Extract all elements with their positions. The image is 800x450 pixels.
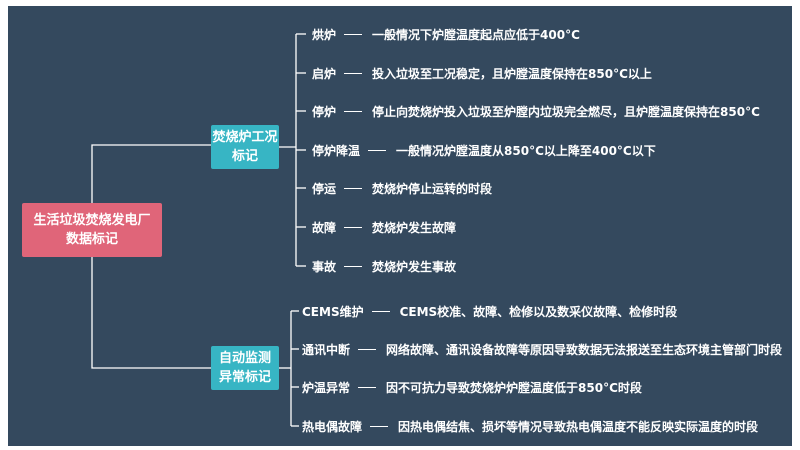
leaf-dash <box>368 149 387 151</box>
leaf-dash <box>371 310 390 312</box>
leaf-term: 启炉 <box>312 66 337 81</box>
branch-furnace-line2: 标记 <box>231 149 258 164</box>
leaf-desc: 因热电偶结焦、损坏等情况导致热电偶温度不能反映实际温度的时段 <box>398 419 759 434</box>
branch-furnace-line1: 焚烧炉工况 <box>212 130 278 145</box>
leaf-term: 炉温异常 <box>302 380 351 395</box>
root-title-line1: 生活垃圾焚烧发电厂 <box>33 213 151 228</box>
leaf-dash <box>344 33 363 35</box>
leaf-node: 启炉 投入垃圾至工况稳定，且炉膛温度保持在850°C以上 <box>312 63 652 83</box>
leaf-node: 炉温异常 因不可抗力导致焚烧炉炉膛温度低于850°C时段 <box>302 377 642 397</box>
leaf-desc: 焚烧炉发生故障 <box>372 220 457 235</box>
branch-node-monitoring: 自动监测 异常标记 <box>211 346 279 390</box>
leaf-term: 烘炉 <box>312 27 337 42</box>
leaf-node: 通讯中断 网络故障、通讯设备故障等原因导致数据无法报送至生态环境主管部门时段 <box>302 339 782 359</box>
leaf-dash <box>358 386 377 388</box>
leaf-node: 烘炉 一般情况下炉膛温度起点应低于400°C <box>312 24 580 44</box>
branch-monitoring-line1: 自动监测 <box>218 351 271 366</box>
leaf-node: 停运 焚烧炉停止运转的时段 <box>312 178 492 198</box>
leaf-dash <box>344 226 363 228</box>
branch-monitoring-line2: 异常标记 <box>218 370 271 385</box>
leaf-node: CEMS维护 CEMS校准、故障、检修以及数采仪故障、检修时段 <box>302 301 677 321</box>
leaf-dash <box>358 348 377 350</box>
leaf-dash <box>344 187 363 189</box>
leaf-dash <box>370 425 389 427</box>
connector-root-trunk <box>91 144 211 203</box>
leaf-node: 事故 焚烧炉发生事故 <box>312 256 456 276</box>
root-node: 生活垃圾焚烧发电厂 数据标记 <box>22 203 162 257</box>
leaf-node: 故障 焚烧炉发生故障 <box>312 217 456 237</box>
leaf-term: 热电偶故障 <box>302 419 363 434</box>
leaf-term: 停运 <box>312 181 337 196</box>
leaf-desc: 网络故障、通讯设备故障等原因导致数据无法报送至生态环境主管部门时段 <box>386 342 783 357</box>
leaf-dash <box>344 110 363 112</box>
leaf-desc: 因不可抗力导致焚烧炉炉膛温度低于850°C时段 <box>386 380 642 395</box>
leaf-dash <box>344 72 363 74</box>
leaf-desc: 一般情况下炉膛温度起点应低于400°C <box>372 27 580 42</box>
leaf-term: 通讯中断 <box>302 342 351 357</box>
leaf-term: CEMS维护 <box>302 304 364 319</box>
leaf-desc: 投入垃圾至工况稳定，且炉膛温度保持在850°C以上 <box>372 66 652 81</box>
leaf-node: 停炉降温 一般情况炉膛温度从850°C以上降至400°C以下 <box>312 140 656 160</box>
leaf-term: 停炉降温 <box>312 143 361 158</box>
leaf-term: 事故 <box>312 259 337 274</box>
leaf-desc: 焚烧炉发生事故 <box>372 259 457 274</box>
leaf-desc: 一般情况炉膛温度从850°C以上降至400°C以下 <box>396 143 656 158</box>
branch-node-furnace: 焚烧炉工况 标记 <box>211 125 279 169</box>
connector-root-trunk-b <box>91 257 211 369</box>
leaf-node: 停炉 停止向焚烧炉投入垃圾至炉膛内垃圾完全燃尽，且炉膛温度保持在850°C <box>312 101 760 121</box>
leaf-term: 停炉 <box>312 104 337 119</box>
root-title-line2: 数据标记 <box>65 232 118 247</box>
leaf-desc: CEMS校准、故障、检修以及数采仪故障、检修时段 <box>399 304 678 319</box>
leaf-dash <box>344 265 363 267</box>
leaf-term: 故障 <box>312 220 337 235</box>
leaf-node: 热电偶故障 因热电偶结焦、损坏等情况导致热电偶温度不能反映实际温度的时段 <box>302 416 758 436</box>
leaf-desc: 焚烧炉停止运转的时段 <box>372 181 493 196</box>
leaf-desc: 停止向焚烧炉投入垃圾至炉膛内垃圾完全燃尽，且炉膛温度保持在850°C <box>372 104 760 119</box>
